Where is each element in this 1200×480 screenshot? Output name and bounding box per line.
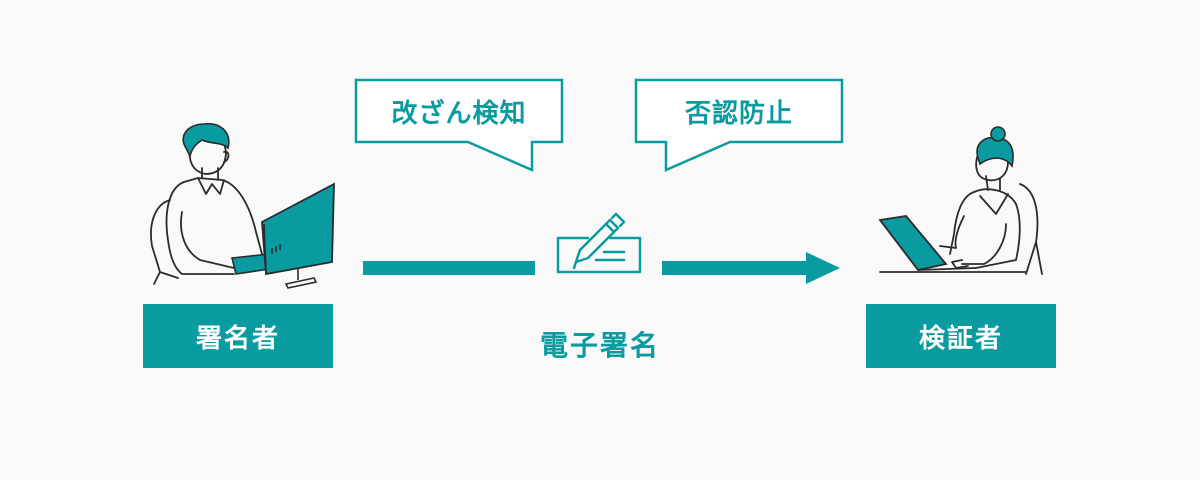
- pen-signature-icon: [556, 212, 642, 274]
- flow-line-left: [363, 261, 535, 275]
- bubble-tamper-detection-text: 改ざん検知: [391, 98, 527, 129]
- signature-label: 電子署名: [539, 329, 660, 362]
- verifier-illustration: [878, 126, 1043, 275]
- speech-bubble-non-repudiation: [634, 78, 844, 172]
- signer-label: 署名者: [143, 304, 333, 368]
- verifier-label: 検証者: [866, 304, 1056, 368]
- flow-arrow-right: [662, 252, 840, 284]
- bubble-non-repudiation-text: 否認防止: [684, 98, 793, 129]
- speech-bubble-tamper: [354, 78, 564, 172]
- signer-illustration: [150, 123, 335, 289]
